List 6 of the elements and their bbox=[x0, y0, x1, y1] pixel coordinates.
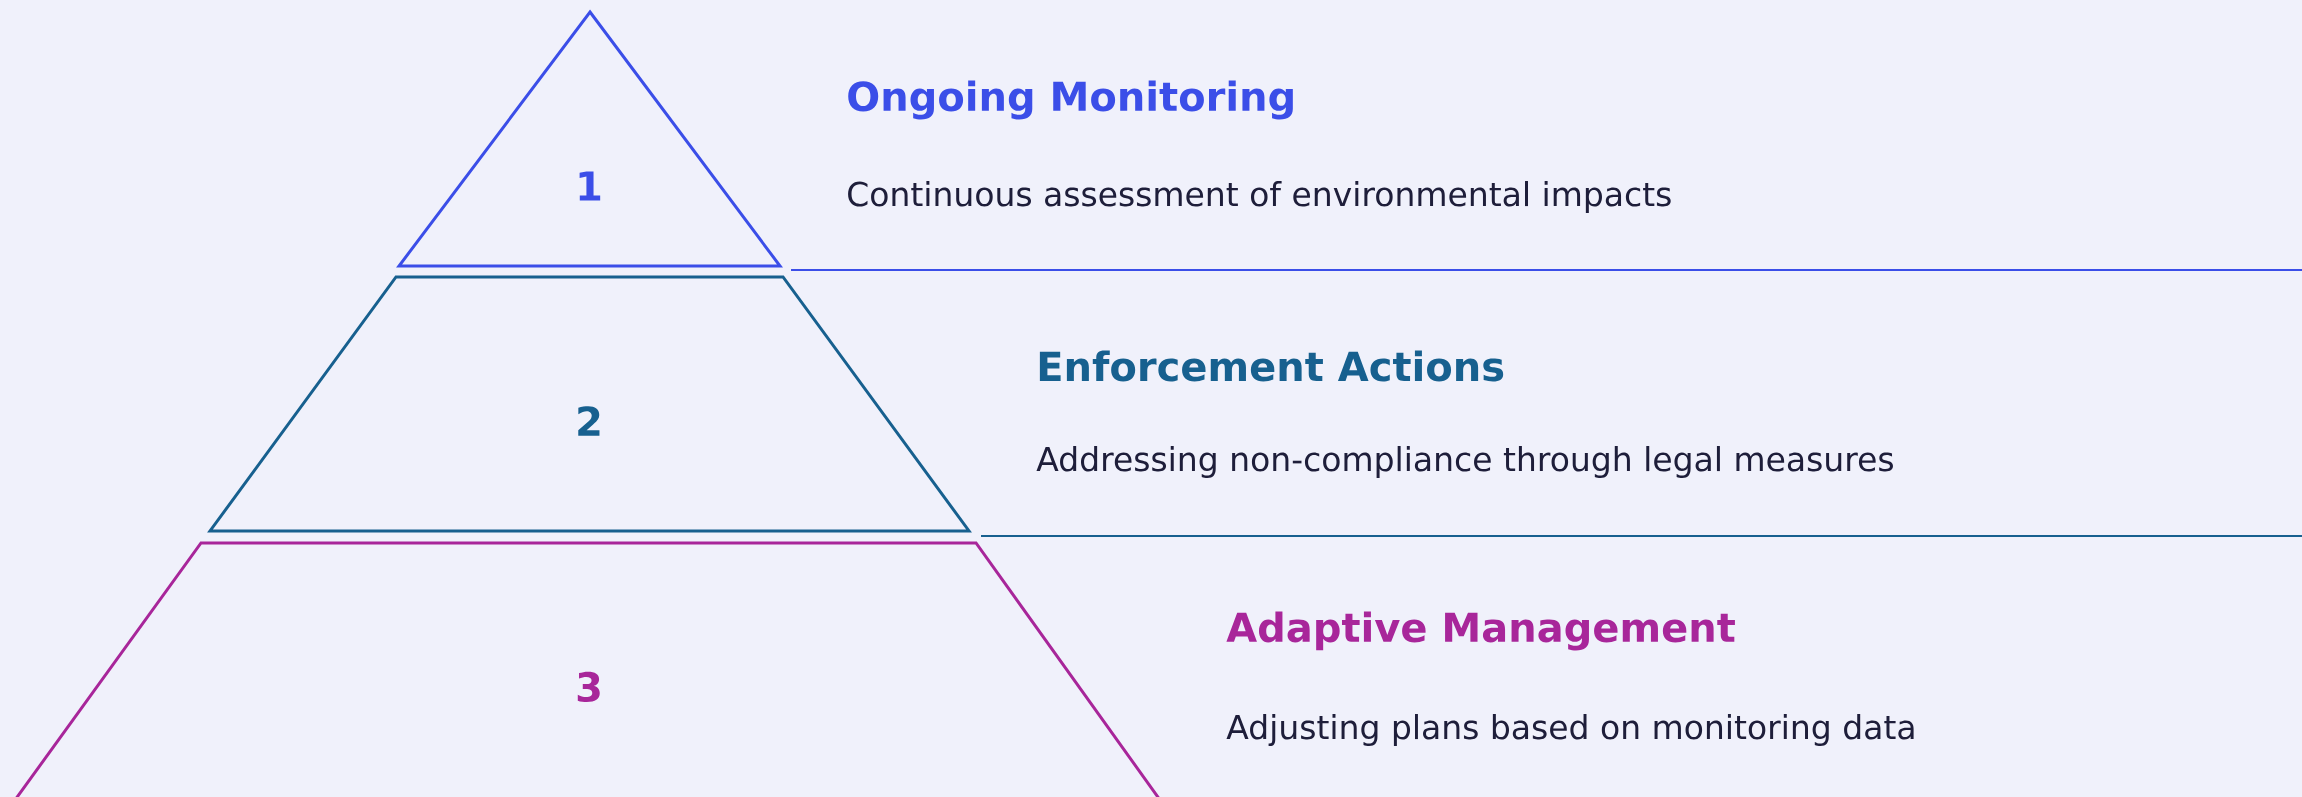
level-description: Addressing non-compliance through legal measures bbox=[1036, 446, 1893, 478]
level-description: Continuous assessment of environmental impacts bbox=[848, 181, 1671, 213]
level-title: Adaptive Management bbox=[1226, 611, 1735, 651]
level-description: Adjusting plans based on monitoring data bbox=[1226, 714, 1914, 746]
level-title: Ongoing Monitoring bbox=[848, 80, 1293, 120]
level-title: Enforcement Actions bbox=[1039, 350, 1504, 382]
